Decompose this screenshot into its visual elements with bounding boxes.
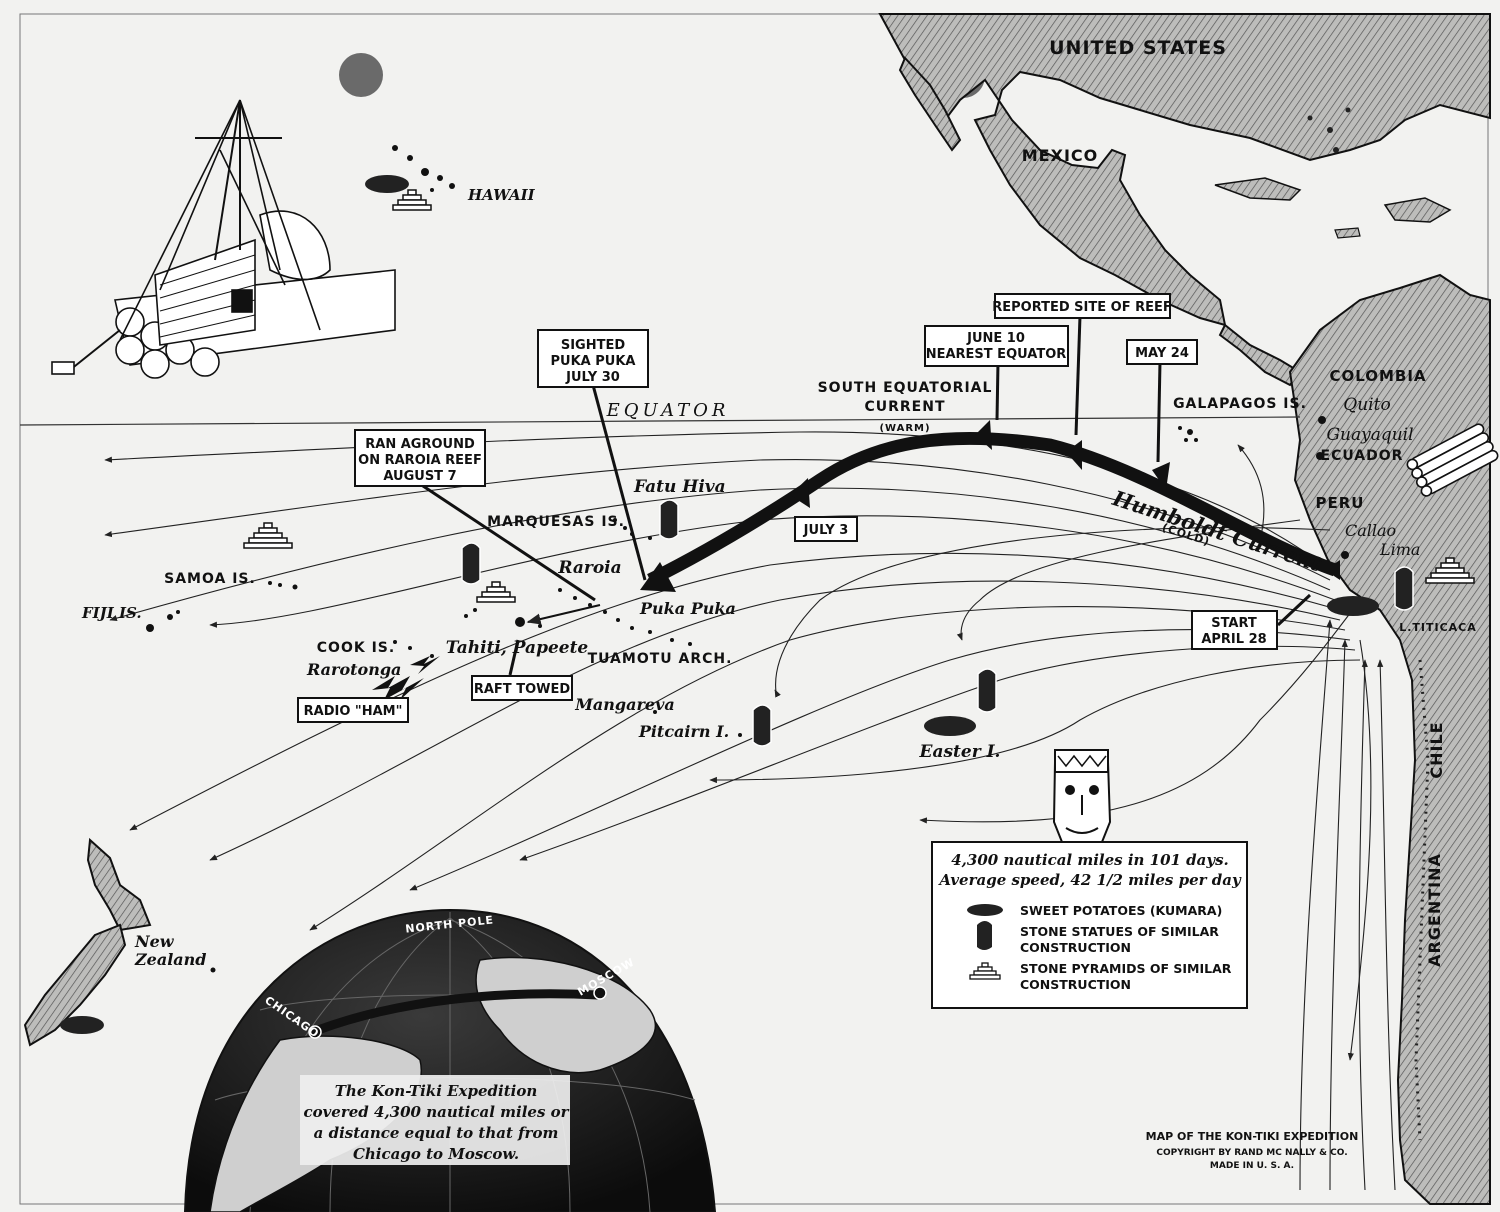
label-tahiti: Tahiti, Papeete xyxy=(446,638,589,658)
callout-june10-sub: NEAREST EQUATOR xyxy=(926,347,1067,362)
legend-statues: STONE STATUES OF SIMILAR xyxy=(1020,924,1219,939)
callout-reported-reef: REPORTED SITE OF REEF xyxy=(992,300,1172,315)
label-rarotonga: Rarotonga xyxy=(306,660,401,679)
radio-lightning-icon xyxy=(372,656,440,700)
statue-symbols xyxy=(461,499,1414,747)
raft-route xyxy=(640,420,1340,592)
callout-aug7: AUGUST 7 xyxy=(383,469,456,484)
label-humboldt: Humboldt Current xyxy=(1109,485,1325,577)
callout-texts: REPORTED SITE OF REEF JUNE 10 NEAREST EQ… xyxy=(304,300,1267,719)
label-chile: CHILE xyxy=(1427,721,1446,778)
label-raroia: Raroia xyxy=(557,558,621,578)
callout-start-date: APRIL 28 xyxy=(1201,632,1266,647)
callout-raft-towed: RAFT TOWED xyxy=(474,682,570,697)
callout-sighted: SIGHTED xyxy=(561,338,625,353)
label-guayaquil: Guayaquil xyxy=(1326,425,1413,445)
kumara-symbols xyxy=(60,175,1379,1034)
new-zealand-landmass xyxy=(23,837,152,1047)
legend-speed: Average speed, 42 1/2 miles per day xyxy=(937,871,1242,889)
label-argentina: ARGENTINA xyxy=(1425,853,1444,967)
tiki-head-drawing xyxy=(1052,749,1112,854)
label-quito: Quito xyxy=(1343,395,1390,415)
credit-title: MAP OF THE KON-TIKI EXPEDITION xyxy=(1146,1130,1359,1143)
label-titicaca: L.TITICACA xyxy=(1399,621,1477,634)
callout-may24: MAY 24 xyxy=(1135,346,1189,361)
callout-raroia-reef: ON RAROIA REEF xyxy=(358,453,482,468)
label-fatu-hiva: Fatu Hiva xyxy=(633,477,726,497)
credits: MAP OF THE KON-TIKI EXPEDITION COPYRIGHT… xyxy=(1146,1130,1359,1171)
globe-inset xyxy=(183,908,717,1212)
callout-june10: JUNE 10 xyxy=(966,331,1025,346)
globe-caption-1: The Kon-Tiki Expedition xyxy=(335,1082,538,1100)
label-fiji: FIJI IS. xyxy=(81,604,142,622)
label-lima: Lima xyxy=(1379,540,1420,559)
legend-box xyxy=(931,841,1248,1009)
callout-pointers xyxy=(419,315,1312,676)
legend-distance: 4,300 nautical miles in 101 days. xyxy=(951,851,1229,869)
label-colombia: COLOMBIA xyxy=(1329,367,1426,385)
credit-copyright: COPYRIGHT BY RAND MC NALLY & CO. xyxy=(1156,1148,1347,1158)
pyramid-symbols xyxy=(243,189,1475,603)
label-tuamotu: TUAMOTU ARCH. xyxy=(588,651,733,667)
callout-sighted-date: JULY 30 xyxy=(565,370,620,385)
callout-ran-aground: RAN AGROUND xyxy=(365,437,475,452)
label-equator: EQUATOR xyxy=(606,400,730,421)
label-galapagos: GALAPAGOS IS. xyxy=(1173,396,1307,412)
label-easter: Easter I. xyxy=(919,742,1001,762)
label-marquesas: MARQUESAS IS. xyxy=(487,514,625,530)
region-labels: UNITED STATES MEXICO COLOMBIA ECUADOR PE… xyxy=(1022,37,1446,967)
label-united-states: UNITED STATES xyxy=(1049,37,1227,59)
callout-boxes xyxy=(297,293,1278,723)
label-current: CURRENT xyxy=(864,399,945,415)
label-new-zealand: New xyxy=(134,932,175,951)
equator-line xyxy=(19,416,1301,426)
label-hawaii: HAWAII xyxy=(467,186,536,204)
island-dots xyxy=(146,145,1349,973)
label-puka-puka: Puka Puka xyxy=(639,599,736,618)
label-samoa: SAMOA IS. xyxy=(164,571,256,587)
kon-tiki-raft-drawing xyxy=(51,99,396,379)
label-ecuador: ECUADOR xyxy=(1321,448,1404,464)
americas-landmass xyxy=(878,13,1491,1205)
callout-start: START xyxy=(1211,616,1257,631)
callout-july3: JULY 3 xyxy=(803,523,849,538)
towed-arrow xyxy=(526,604,601,625)
callout-radio-ham: RADIO "HAM" xyxy=(304,704,403,719)
label-callao: Callao xyxy=(1345,521,1396,540)
callout-sighted-place: PUKA PUKA xyxy=(551,354,636,369)
label-pitcairn: Pitcairn I. xyxy=(638,722,729,741)
legend-pyramids-2: CONSTRUCTION xyxy=(1020,977,1131,992)
label-south-equatorial: SOUTH EQUATORIAL xyxy=(818,380,993,396)
label-warm: (WARM) xyxy=(879,423,930,434)
label-peru: PERU xyxy=(1316,494,1365,512)
legend-texts: 4,300 nautical miles in 101 days. Averag… xyxy=(937,851,1242,992)
globe-caption-2: covered 4,300 nautical miles or xyxy=(303,1103,569,1121)
place-labels: Quito Guayaquil Callao Lima L.TITICACA H… xyxy=(81,186,1477,969)
legend-kumara: SWEET POTATOES (KUMARA) xyxy=(1020,903,1222,918)
label-mangareva: Mangareva xyxy=(574,695,675,714)
log-bundle-drawing xyxy=(1406,423,1499,497)
legend-statues-2: CONSTRUCTION xyxy=(1020,940,1131,955)
globe-caption-3: a distance equal to that from xyxy=(314,1124,559,1142)
globe-caption-4: Chicago to Moscow. xyxy=(353,1145,519,1163)
label-mexico: MEXICO xyxy=(1022,146,1098,165)
punch-hole xyxy=(339,53,383,97)
label-new-zealand-2: Zealand xyxy=(134,950,207,969)
credit-made-in: MADE IN U. S. A. xyxy=(1210,1161,1294,1171)
label-cook: COOK IS. xyxy=(317,640,395,656)
legend-pyramids: STONE PYRAMIDS OF SIMILAR xyxy=(1020,961,1232,976)
